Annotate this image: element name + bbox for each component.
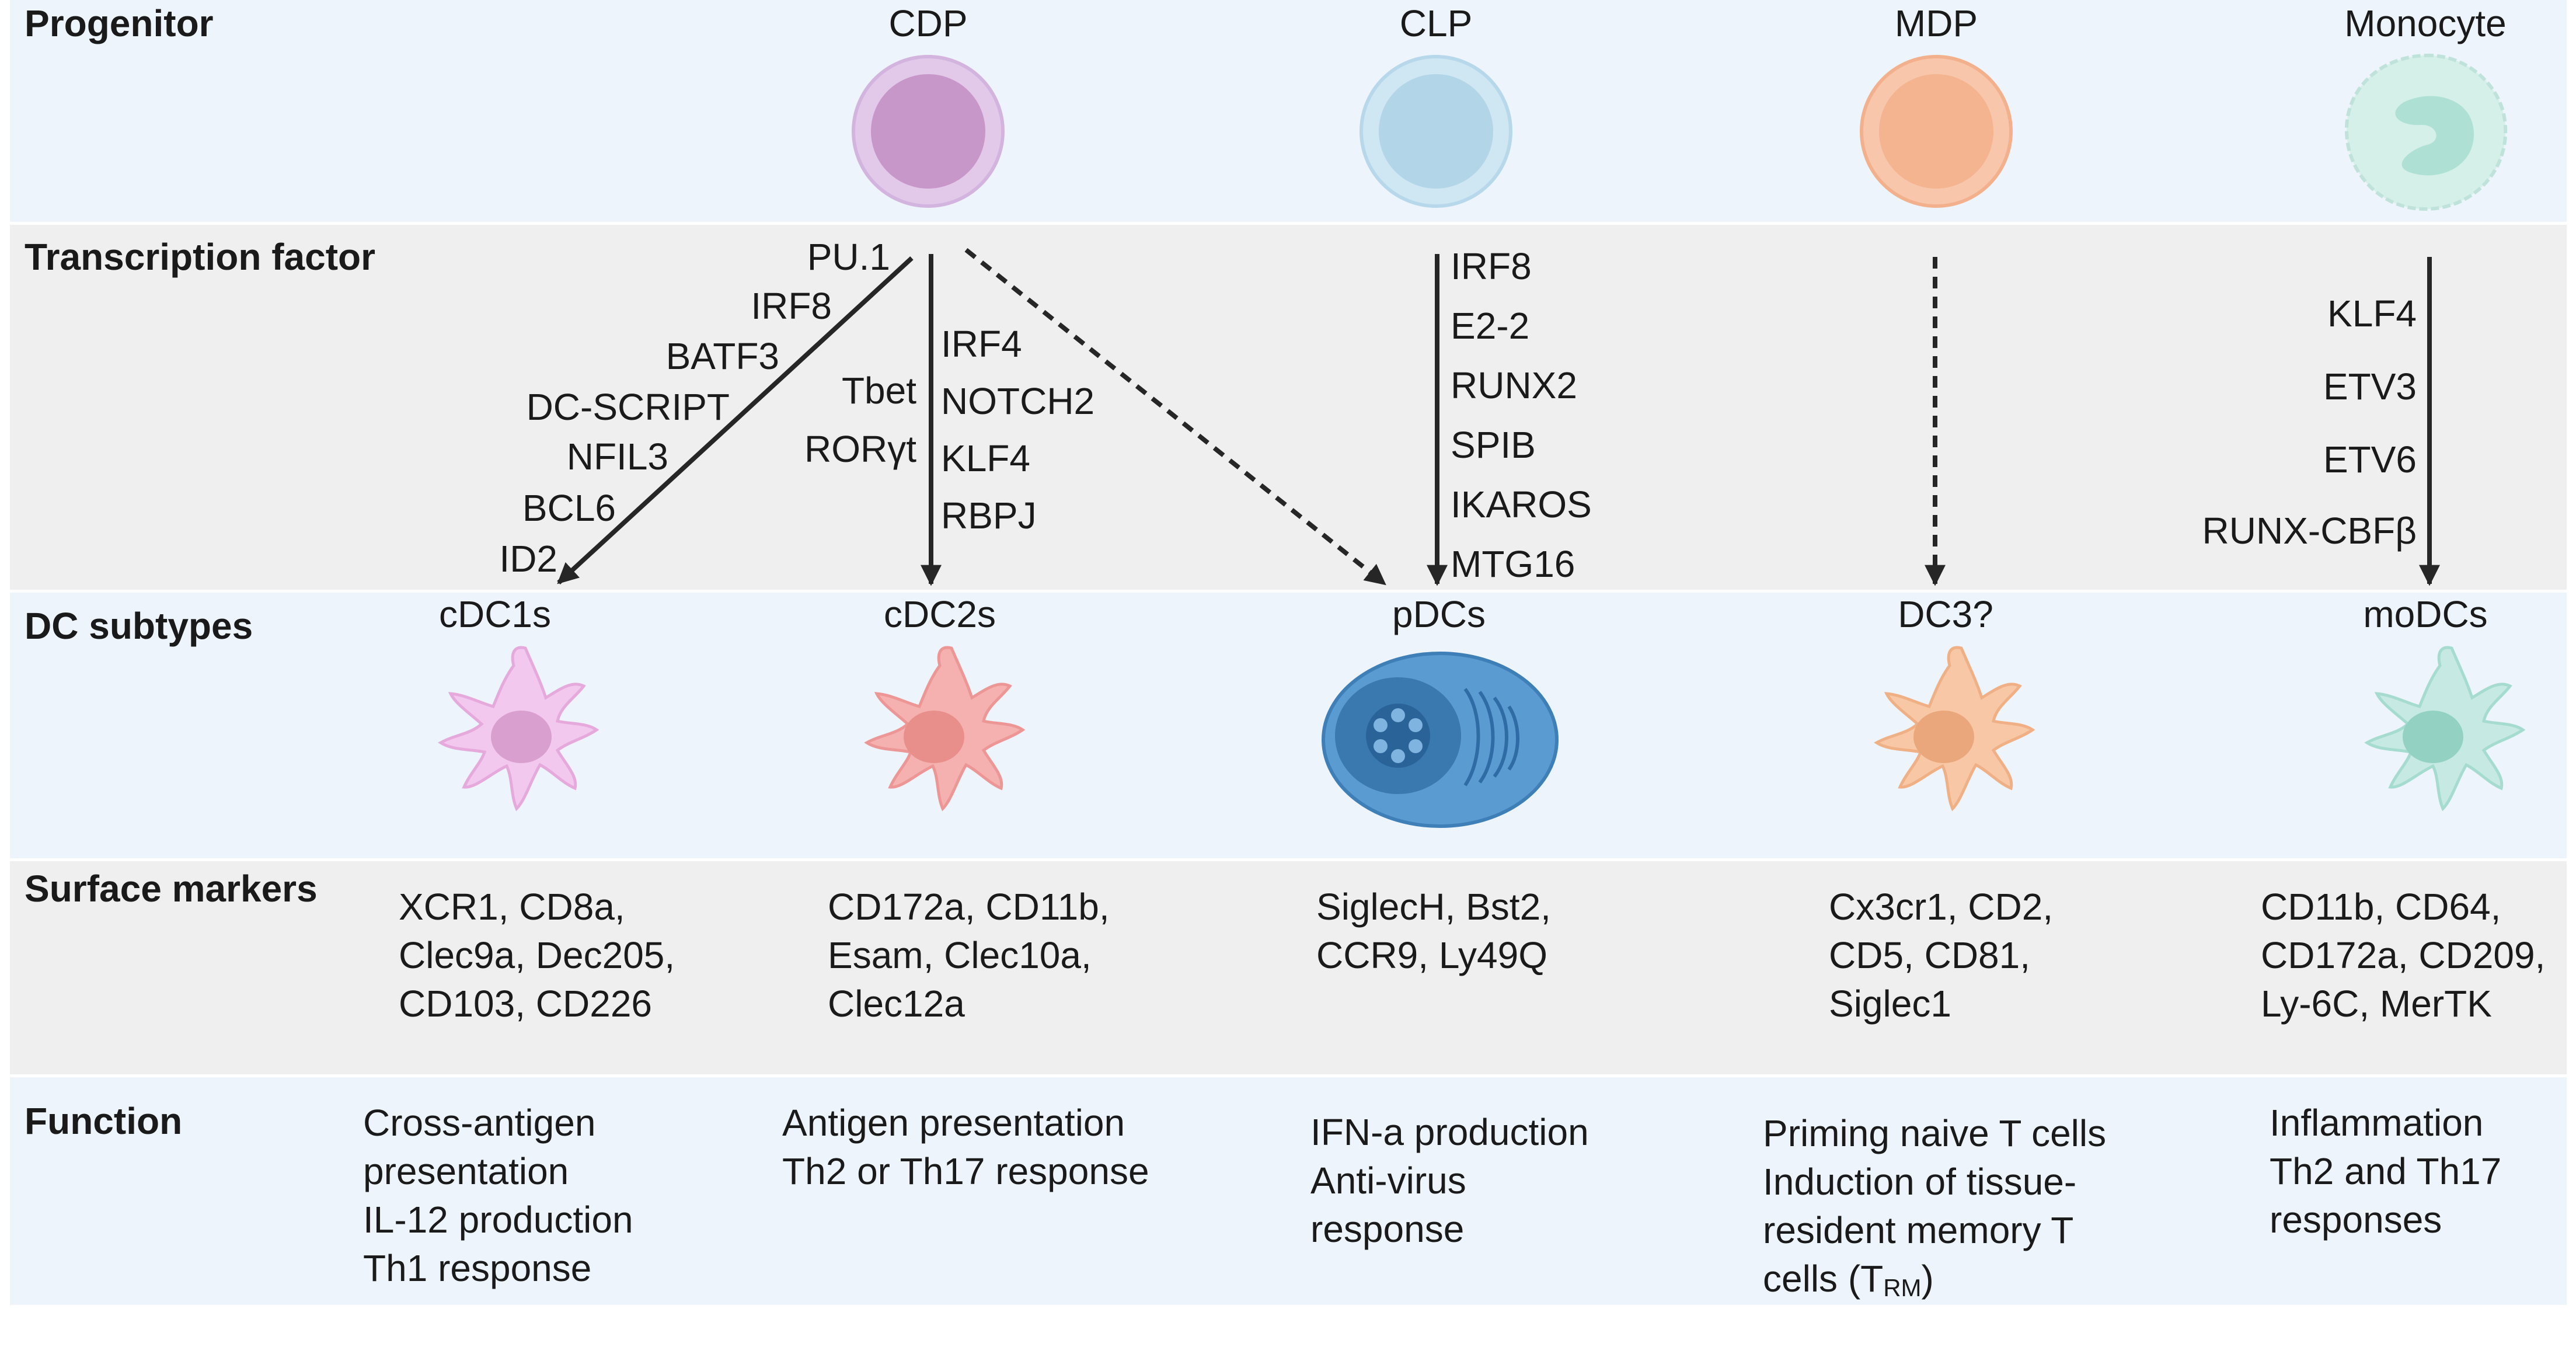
dc-subtypes-row-label: DC subtypes bbox=[25, 605, 253, 647]
marker-line: Siglec1 bbox=[1829, 983, 1951, 1025]
tf-cdc1-item: PU.1 bbox=[807, 236, 890, 278]
tf-pdc-item: RUNX2 bbox=[1451, 364, 1577, 406]
marker-line: Ly-6C, MerTK bbox=[2261, 983, 2492, 1025]
transcription-factor-row-label: Transcription factor bbox=[25, 236, 375, 278]
tf-cdc1-item: BCL6 bbox=[522, 487, 616, 529]
progenitor-mdp-label: MDP bbox=[1894, 2, 1978, 44]
markers-cdc2: CD172a, CD11b, Esam, Clec10a, Clec12a bbox=[828, 883, 1110, 1028]
function-line-trm: cells (TRM) bbox=[1763, 1255, 2106, 1312]
markers-cdc1: XCR1, CD8a, Clec9a, Dec205, CD103, CD226 bbox=[399, 883, 675, 1028]
cdp-to-cdc1-arrow bbox=[557, 256, 914, 584]
trm-prefix: cells (T bbox=[1763, 1258, 1884, 1300]
markers-modc: CD11b, CD64, CD172a, CD209, Ly-6C, MerTK bbox=[2261, 883, 2545, 1028]
tf-pdc-item: SPIB bbox=[1451, 424, 1536, 466]
tf-pdc-item: MTG16 bbox=[1451, 543, 1575, 585]
function-row bbox=[10, 1077, 2567, 1305]
trm-suffix: ) bbox=[1921, 1258, 1934, 1300]
function-cdc2: Antigen presentation Th2 or Th17 respons… bbox=[782, 1099, 1149, 1196]
function-line: Induction of tissue- bbox=[1763, 1161, 2077, 1203]
tf-cdc2-left-item: Tbet bbox=[841, 370, 916, 412]
markers-pdc: SiglecH, Bst2, CCR9, Ly49Q bbox=[1316, 883, 1551, 980]
marker-line: CD172a, CD11b, bbox=[828, 886, 1110, 928]
function-cdc1: Cross-antigen presentation IL-12 product… bbox=[363, 1099, 633, 1293]
tf-cdc1-item: NFIL3 bbox=[566, 436, 668, 478]
function-line: presentation bbox=[363, 1150, 569, 1192]
marker-line: CD103, CD226 bbox=[399, 983, 652, 1025]
mdp-cell-icon bbox=[1860, 55, 2013, 208]
cdp-cell-icon bbox=[852, 55, 1005, 208]
tf-pdc-item: E2-2 bbox=[1451, 305, 1530, 347]
marker-line: CCR9, Ly49Q bbox=[1316, 934, 1547, 976]
cdp-to-pdc-dashed-arrow bbox=[964, 248, 1386, 586]
markers-dc3: Cx3cr1, CD2, CD5, CD81, Siglec1 bbox=[1829, 883, 2053, 1028]
progenitor-row bbox=[10, 0, 2567, 222]
function-line: Anti-virus bbox=[1310, 1160, 1466, 1202]
tf-modc-item: ETV3 bbox=[2323, 366, 2417, 408]
function-line: Priming naive T cells bbox=[1763, 1112, 2107, 1154]
cdc2-cell-icon bbox=[864, 646, 1026, 812]
subtype-cdc1-label: cDC1s bbox=[438, 593, 552, 635]
function-line: Th2 or Th17 response bbox=[782, 1150, 1149, 1192]
function-modc: Inflammation Th2 and Th17 responses bbox=[2270, 1099, 2501, 1244]
function-line: IFN-a production bbox=[1310, 1111, 1589, 1153]
subtype-dc3-label: DC3? bbox=[1898, 593, 1993, 635]
tf-cdc1-item: ID2 bbox=[499, 538, 557, 580]
tf-cdc2-right-list: IRF4 NOTCH2 KLF4 RBPJ bbox=[941, 315, 1094, 544]
tf-cdc1-item: DC-SCRIPT bbox=[526, 386, 730, 428]
tf-cdc2-left-item: RORγt bbox=[804, 428, 916, 470]
function-line: response bbox=[1310, 1208, 1465, 1250]
tf-cdc2-right-item: RBPJ bbox=[941, 495, 1037, 537]
marker-line: SiglecH, Bst2, bbox=[1316, 886, 1551, 928]
tf-cdc2-right-item: KLF4 bbox=[941, 437, 1030, 479]
progenitor-cdp-label: CDP bbox=[888, 2, 968, 44]
function-line: Antigen presentation bbox=[782, 1102, 1125, 1144]
function-line: Th1 response bbox=[363, 1247, 592, 1289]
function-line: IL-12 production bbox=[363, 1199, 633, 1241]
progenitor-row-label: Progenitor bbox=[25, 2, 214, 44]
clp-cell-icon bbox=[1360, 55, 1512, 208]
function-dc3: Priming naive T cells Induction of tissu… bbox=[1763, 1109, 2106, 1312]
marker-line: CD11b, CD64, bbox=[2261, 886, 2501, 928]
subtype-cdc2-label: cDC2s bbox=[883, 593, 996, 635]
tf-pdc-list: IRF8 E2-2 RUNX2 SPIB IKAROS MTG16 bbox=[1451, 236, 1592, 594]
cdc1-cell-icon bbox=[438, 646, 599, 812]
tf-modc-item: RUNX-CBFβ bbox=[2202, 510, 2417, 552]
subtype-modc-label: moDCs bbox=[2363, 593, 2488, 635]
tf-cdc2-right-item: NOTCH2 bbox=[941, 380, 1095, 422]
function-line: Cross-antigen bbox=[363, 1102, 596, 1144]
tf-cdc1-item: BATF3 bbox=[665, 335, 779, 377]
marker-line: XCR1, CD8a, bbox=[399, 886, 625, 928]
trm-subscript: RM bbox=[1883, 1274, 1922, 1301]
surface-markers-row-label: Surface markers bbox=[25, 868, 318, 910]
function-line: Th2 and Th17 bbox=[2270, 1150, 2502, 1192]
marker-line: CD172a, CD209, bbox=[2261, 934, 2546, 976]
function-line: responses bbox=[2270, 1199, 2442, 1241]
tf-modc-item: KLF4 bbox=[2327, 293, 2417, 335]
dc-subtypes-row bbox=[10, 593, 2567, 858]
tf-cdc1-item: IRF8 bbox=[751, 285, 832, 327]
marker-line: Cx3cr1, CD2, bbox=[1829, 886, 2054, 928]
function-line: Inflammation bbox=[2270, 1102, 2484, 1144]
dc3-cell-icon bbox=[1874, 646, 2035, 812]
transcription-factor-row bbox=[10, 225, 2567, 590]
tf-pdc-item: IKAROS bbox=[1451, 483, 1592, 525]
tf-pdc-item: IRF8 bbox=[1451, 245, 1532, 287]
function-line: resident memory T bbox=[1763, 1209, 2074, 1251]
progenitor-clp-label: CLP bbox=[1399, 2, 1473, 44]
surface-markers-row bbox=[10, 861, 2567, 1074]
monocyte-cell-icon bbox=[2344, 53, 2508, 211]
marker-line: CD5, CD81, bbox=[1829, 934, 2030, 976]
marker-line: Clec12a bbox=[828, 983, 965, 1025]
pdc-cell-icon bbox=[1322, 652, 1559, 828]
progenitor-monocyte-label: Monocyte bbox=[2344, 2, 2507, 44]
tf-cdc2-right-item: IRF4 bbox=[941, 323, 1022, 365]
marker-line: Esam, Clec10a, bbox=[828, 934, 1092, 976]
function-row-label: Function bbox=[25, 1100, 183, 1142]
subtype-pdc-label: pDCs bbox=[1392, 593, 1486, 635]
tf-modc-item: ETV6 bbox=[2323, 438, 2417, 481]
marker-line: Clec9a, Dec205, bbox=[399, 934, 675, 976]
function-pdc: IFN-a production Anti-virus response bbox=[1310, 1108, 1589, 1254]
modc-cell-icon bbox=[2364, 646, 2526, 812]
